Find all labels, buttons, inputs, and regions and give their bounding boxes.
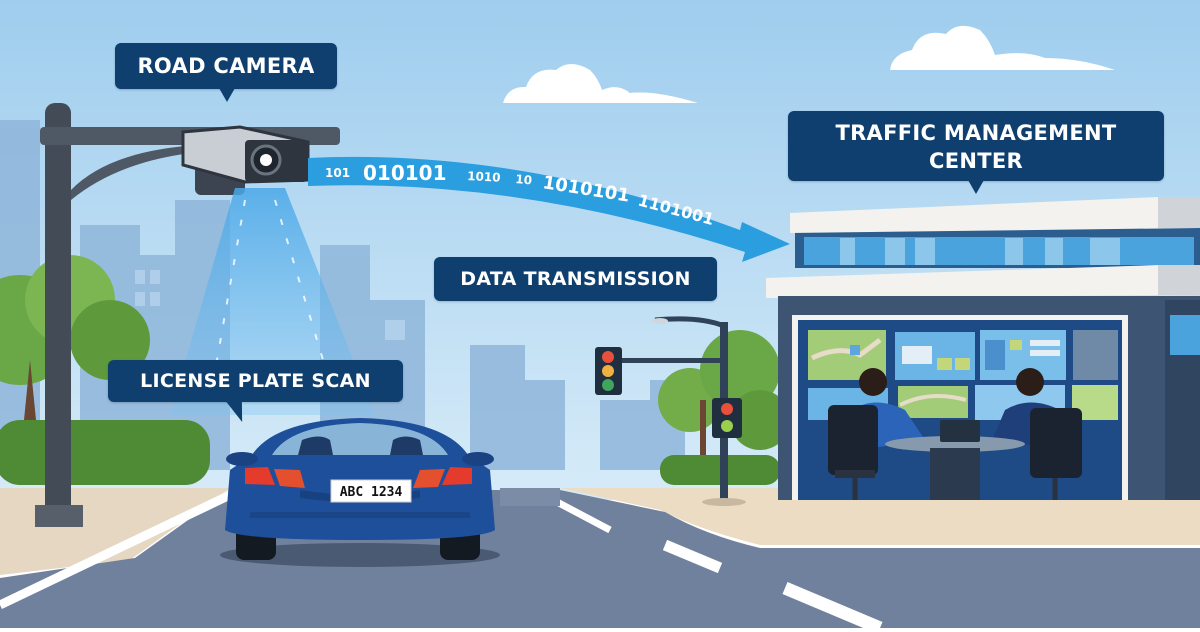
- callout-pointer: [219, 88, 235, 102]
- binary-segment: 10: [515, 172, 533, 187]
- license-plate-text: ABC 1234: [340, 485, 403, 500]
- callout-pointer: [968, 180, 984, 194]
- callout-tmc-line1: TRAFFIC MANAGEMENT: [835, 121, 1117, 145]
- callout-data-transmission-label: DATA TRANSMISSION: [460, 268, 691, 290]
- scan-beam: [170, 188, 375, 415]
- traffic-light-main-icon: [595, 347, 622, 395]
- car: [220, 418, 500, 567]
- traffic-light-secondary-icon: [712, 398, 742, 438]
- cloud-icon: [503, 64, 698, 103]
- binary-segment: 1010: [467, 169, 501, 185]
- callout-license-plate-scan-label: LICENSE PLATE SCAN: [140, 370, 371, 392]
- license-plate: ABC 1234: [330, 479, 412, 503]
- callout-road-camera-label: ROAD CAMERA: [137, 54, 315, 78]
- control-desk: [885, 420, 1025, 500]
- callout-license-plate-scan: LICENSE PLATE SCAN: [108, 360, 403, 422]
- cloud-icon: [890, 25, 1115, 70]
- binary-segment: 010101: [363, 161, 447, 185]
- camera-icon: [181, 125, 310, 195]
- operator-right: [990, 368, 1082, 500]
- binary-segment: 101: [325, 166, 350, 180]
- callout-tmc-line2: CENTER: [929, 149, 1023, 173]
- callout-data-transmission: DATA TRANSMISSION: [434, 257, 717, 301]
- video-wall: [808, 330, 1118, 420]
- callout-road-camera: ROAD CAMERA: [115, 43, 337, 102]
- operator-left: [828, 368, 925, 500]
- callout-traffic-management-center: TRAFFIC MANAGEMENT CENTER: [788, 111, 1164, 194]
